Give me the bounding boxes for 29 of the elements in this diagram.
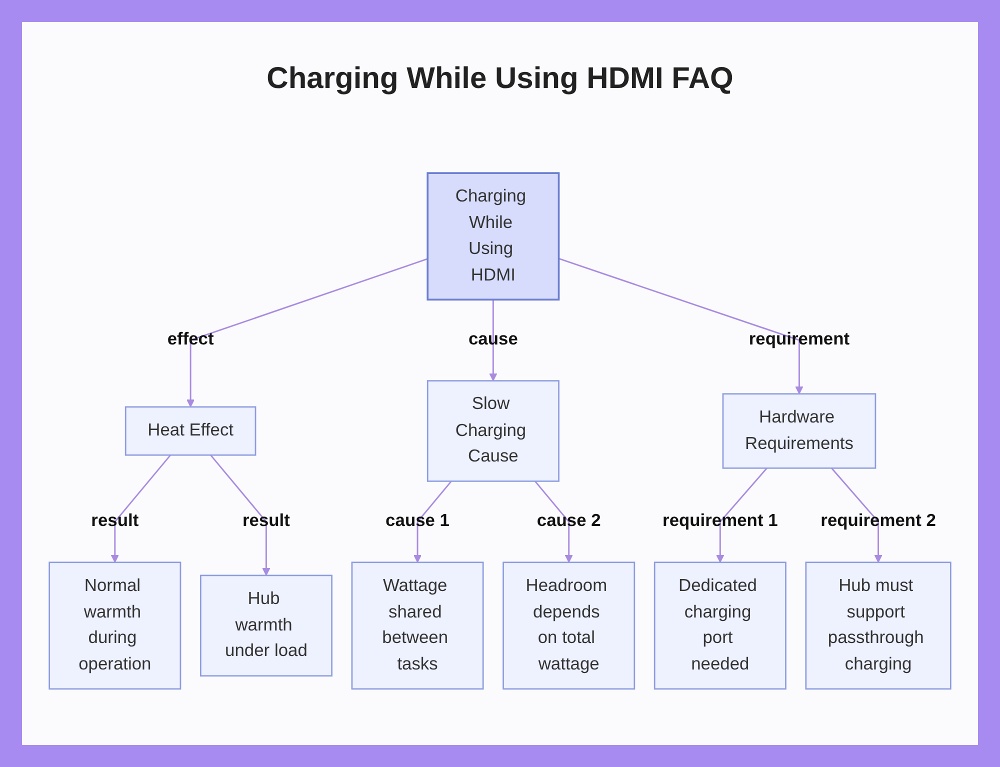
node-box: Heat Effect	[124, 406, 256, 456]
edge-label: cause 2	[536, 511, 601, 531]
arrow	[831, 468, 882, 563]
node-box: Hub must support passthrough charging	[805, 562, 952, 690]
arrow	[489, 300, 498, 382]
arrow	[534, 480, 573, 563]
arrow	[716, 468, 768, 563]
node-box: Slow Charging Cause	[426, 380, 560, 482]
node-box: Hardware Requirements	[722, 393, 876, 469]
arrow	[186, 258, 428, 408]
edge-label: result	[242, 511, 290, 531]
edge-label: result	[91, 511, 139, 531]
edge-label: cause	[468, 330, 518, 350]
node-box: Charging While Using HDMI	[426, 172, 560, 301]
node-box: Normal warmth during operation	[48, 562, 182, 690]
edge-label: cause 1	[386, 511, 450, 531]
arrow	[210, 454, 270, 576]
node-box: Headroom depends on total wattage	[502, 562, 636, 690]
arrow	[110, 454, 172, 563]
edge-label: effect	[167, 330, 214, 350]
edge-label: requirement 1	[662, 511, 778, 531]
node-box: Dedicated charging port needed	[654, 562, 786, 690]
edge-label: requirement 2	[820, 511, 936, 531]
node-box: Wattage shared between tasks	[351, 562, 484, 690]
node-box: Hub warmth under load	[200, 574, 332, 677]
arrow	[414, 480, 452, 563]
diagram-title: Charging While Using HDMI FAQ	[266, 62, 734, 96]
arrow	[558, 258, 804, 394]
edge-label: requirement	[748, 330, 850, 350]
